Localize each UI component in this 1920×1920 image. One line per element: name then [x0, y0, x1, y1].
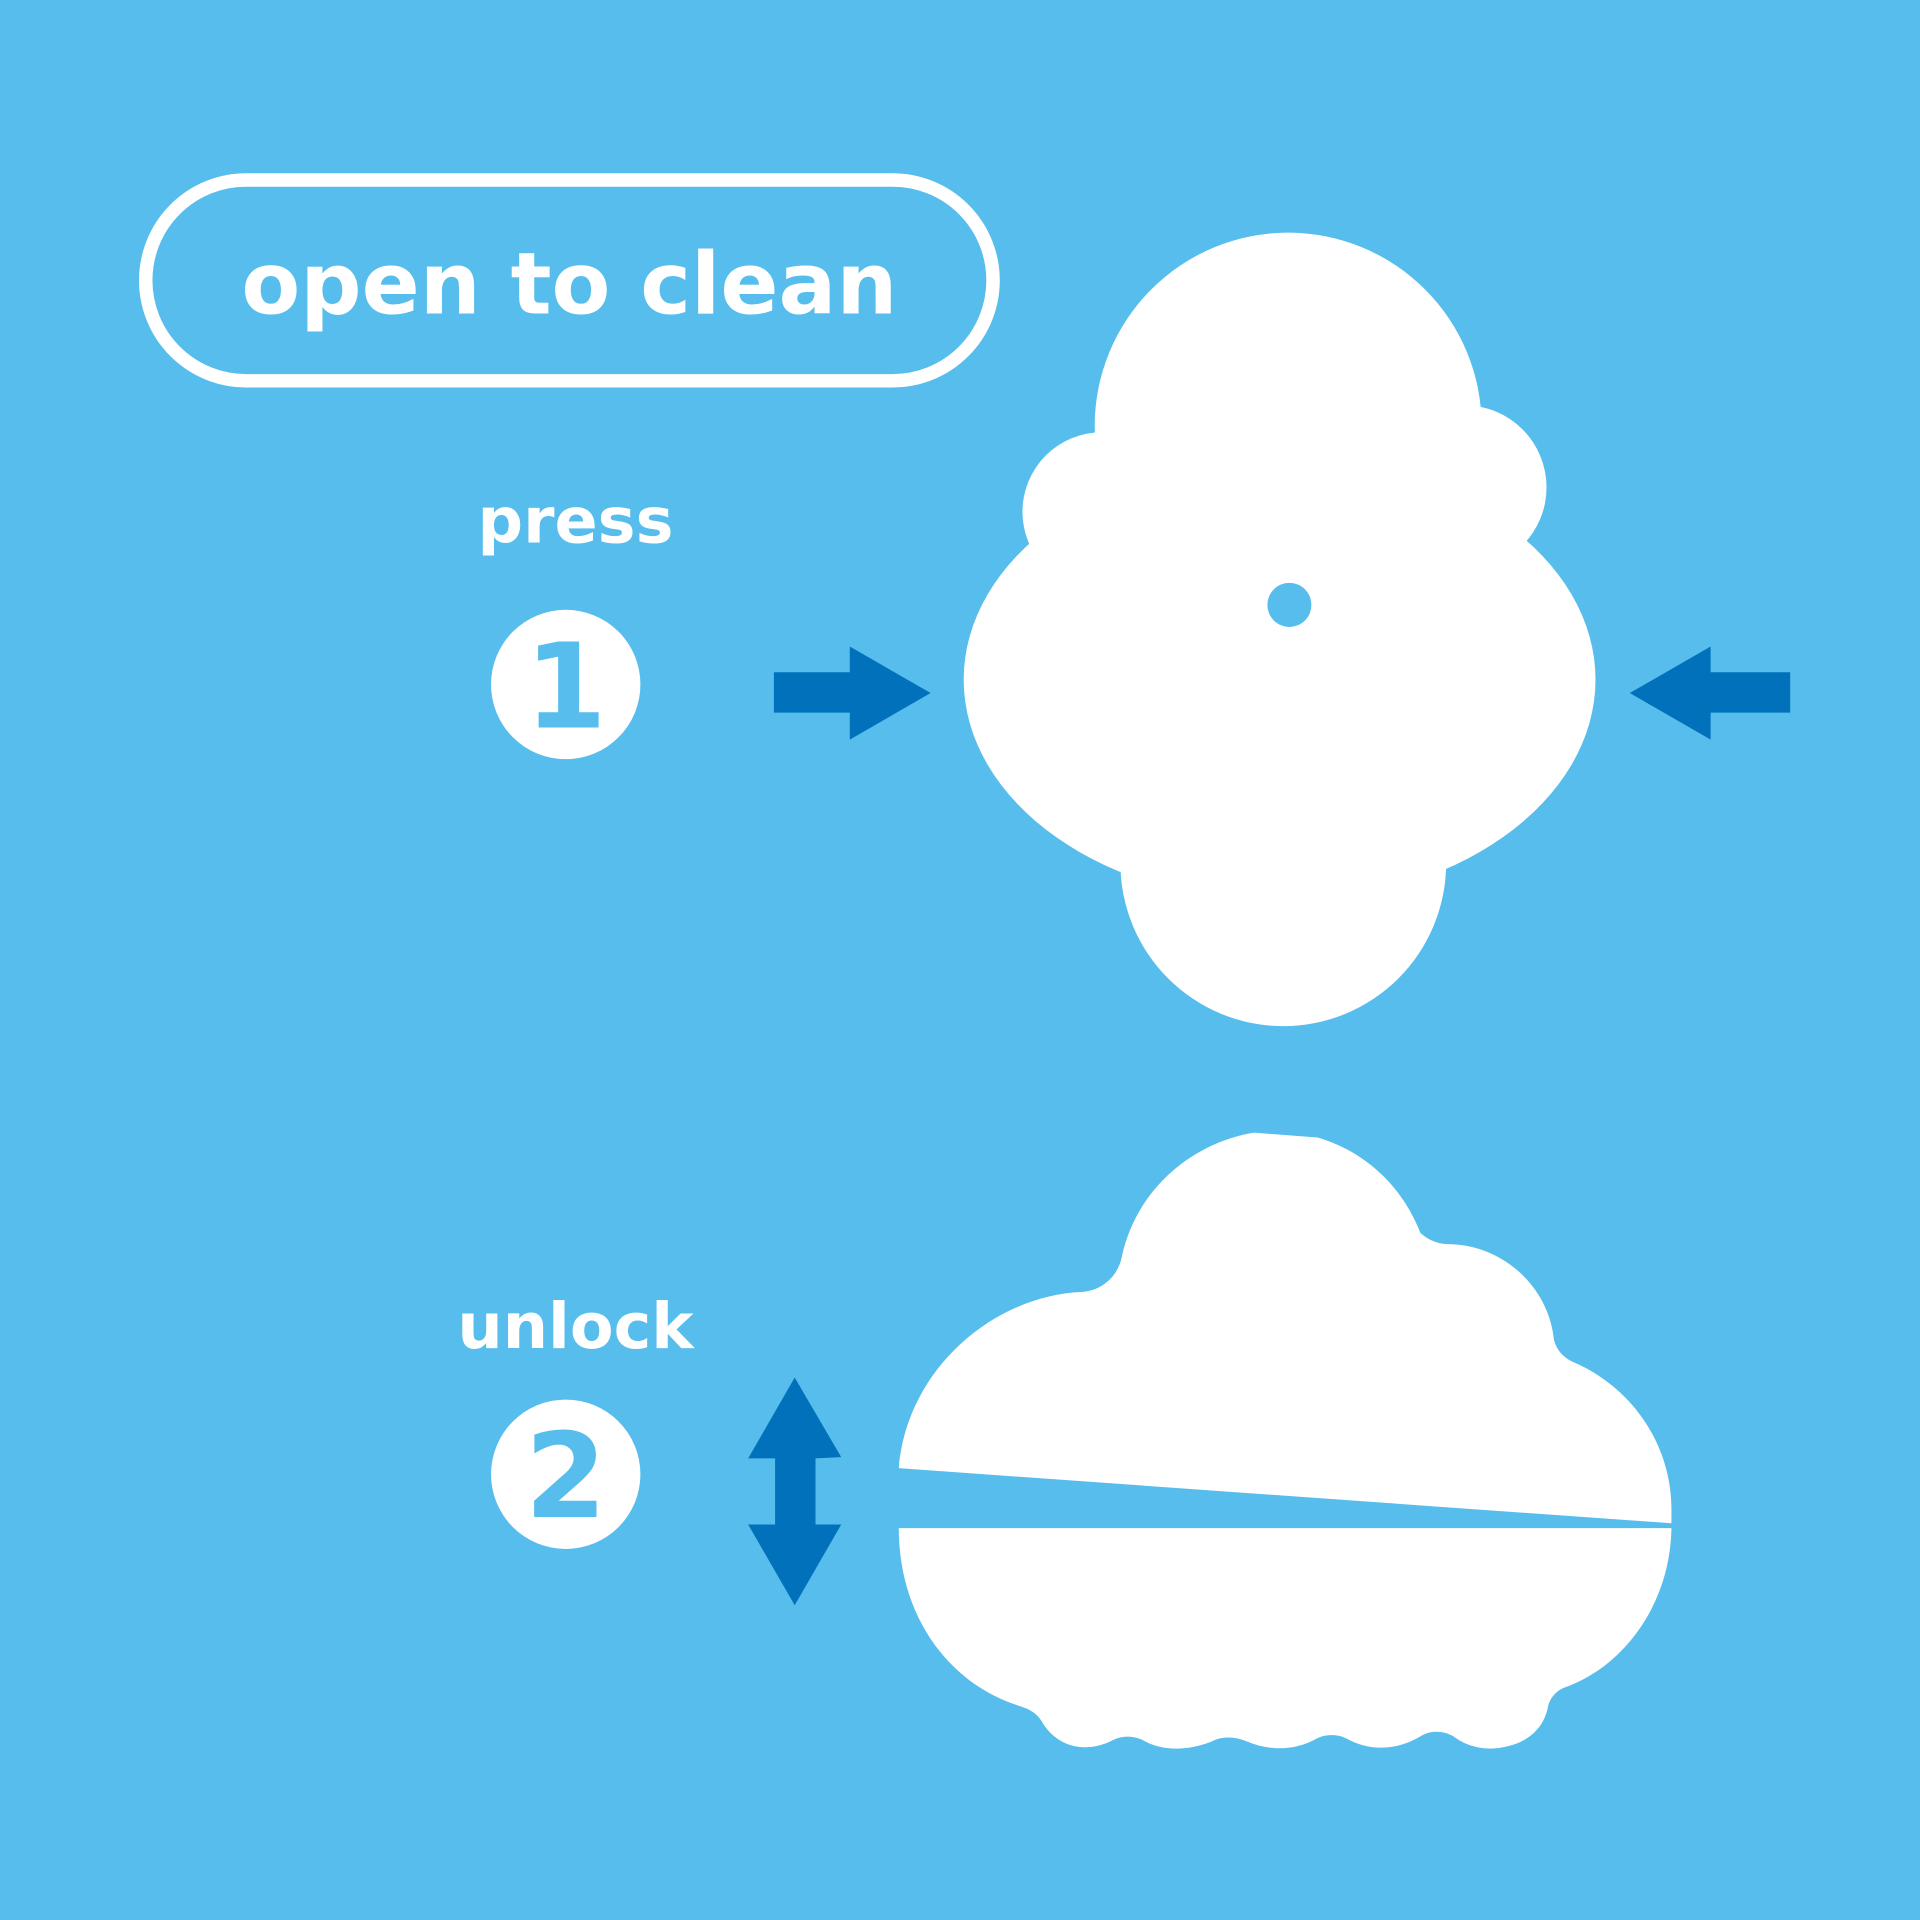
- step-1-label: press: [478, 484, 674, 558]
- device-upper-half: [898, 1132, 1672, 1524]
- step-2-number: 2: [525, 1408, 607, 1545]
- step-2-label: unlock: [457, 1290, 695, 1364]
- device-center-hole: [1267, 582, 1312, 627]
- title-pill: open to clean: [138, 173, 1000, 388]
- press-arrow-right-icon: [773, 646, 931, 740]
- title-pill-border: [138, 173, 1000, 388]
- device-lower-half: [898, 1528, 1672, 1749]
- title-text: open to clean: [241, 234, 897, 334]
- step-1-badge: [491, 609, 641, 760]
- device-top-view: [963, 232, 1596, 1027]
- unlock-double-arrow-icon: [748, 1377, 842, 1606]
- step-2-badge: [491, 1399, 641, 1549]
- press-arrow-left-icon: [1629, 646, 1791, 740]
- step-1-number: 1: [525, 618, 607, 755]
